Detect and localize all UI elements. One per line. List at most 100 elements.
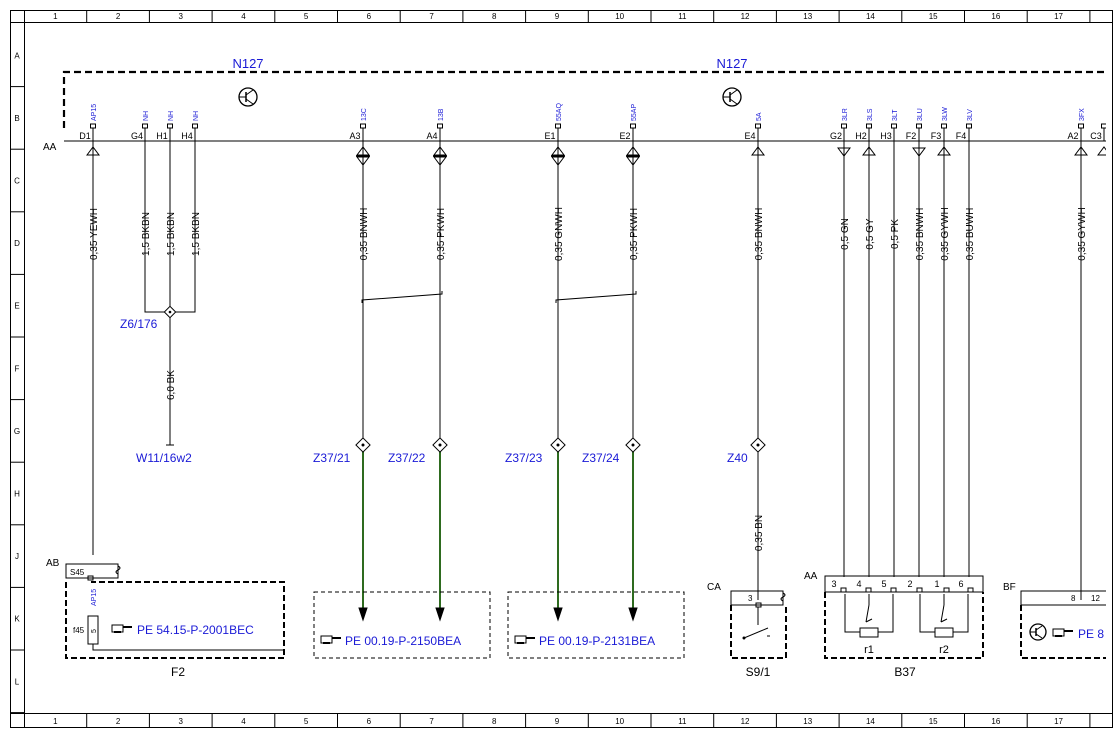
pin-label: F2 xyxy=(906,131,917,141)
reference-box-1: PE 00.19-P-2150BEA xyxy=(313,591,491,659)
module-label[interactable]: N127 xyxy=(232,56,263,71)
pin-label: S45 xyxy=(70,568,85,577)
grid-column-label: 8 xyxy=(492,12,497,21)
grid-row-label: F xyxy=(15,364,20,373)
module-pin: C3 xyxy=(1090,123,1106,156)
signal-label: 13C xyxy=(361,108,368,121)
transistor-icon xyxy=(1029,623,1047,641)
grid-row-label: L xyxy=(15,677,20,686)
grid-row-label: H xyxy=(14,490,20,499)
signal-label: 5A xyxy=(756,112,763,121)
reference-link[interactable]: PE 8 xyxy=(1078,627,1104,641)
signal-label: 3LU xyxy=(917,108,924,121)
pointing-hand-icon[interactable] xyxy=(514,635,535,644)
grid-row-label: K xyxy=(14,615,20,624)
resistor-label: r2 xyxy=(939,644,949,656)
splice-trace xyxy=(432,437,448,622)
grid-column-labels: 1122334455667788991010111112121313141415… xyxy=(53,12,1063,726)
pin-label: H4 xyxy=(181,131,193,141)
signal-label: 3LW xyxy=(942,107,949,121)
pin-label: H3 xyxy=(880,131,892,141)
transistor-icon xyxy=(238,87,258,107)
signal-label: 3LR xyxy=(842,108,849,121)
pin-label: 8 xyxy=(1071,594,1076,603)
pin-label: 6 xyxy=(958,579,963,589)
splice-trace xyxy=(625,437,641,622)
splice-z40 xyxy=(750,437,766,600)
grid-column-label: 15 xyxy=(929,717,938,726)
reference-box-2: PE 00.19-P-2131BEA xyxy=(507,591,685,659)
grid-column-label: 14 xyxy=(866,717,875,726)
resistor-label: r1 xyxy=(864,644,874,656)
signal-label: 55AQ xyxy=(556,103,563,121)
splice-label[interactable]: Z37/21 xyxy=(313,451,351,465)
pin-label: G2 xyxy=(830,131,842,141)
grid-column-label: 2 xyxy=(116,717,121,726)
direction-arrow xyxy=(1097,146,1106,156)
grid-column-label: 7 xyxy=(429,717,434,726)
splice-label[interactable]: Z37/24 xyxy=(582,451,620,465)
wire-label: 0,35 BN xyxy=(754,515,765,551)
grid-row-label: B xyxy=(14,114,19,123)
component-name: S9/1 xyxy=(746,665,771,679)
pointing-hand-icon[interactable] xyxy=(1052,628,1073,637)
reference-link[interactable]: PE 54.15-P-2001BEC xyxy=(137,623,254,637)
pin-label: A3 xyxy=(349,131,360,141)
grid-row-label: D xyxy=(14,239,20,248)
signal-label: NH xyxy=(143,111,150,121)
pin-label: 3 xyxy=(748,594,753,603)
grid-column-label: 8 xyxy=(492,717,497,726)
splice-label[interactable]: Z37/22 xyxy=(388,451,426,465)
component-name: F2 xyxy=(171,665,185,679)
wire-label: 0,35 PKWH xyxy=(436,208,447,260)
signal-label: 3LS xyxy=(867,108,874,121)
pointing-hand-icon[interactable] xyxy=(111,624,132,633)
reference-link[interactable]: PE 00.19-P-2131BEA xyxy=(539,634,655,648)
wire-label: 6,0 BK xyxy=(166,370,177,400)
signal-label: AP15 xyxy=(91,104,98,121)
grid-column-label: 3 xyxy=(179,717,184,726)
pointing-hand-icon[interactable] xyxy=(320,635,341,644)
grid-row-label: J xyxy=(15,552,19,561)
pin-label: 2 xyxy=(907,579,912,589)
connector-label: AA xyxy=(43,142,57,153)
grid-column-label: 5 xyxy=(304,717,309,726)
grid-column-label: 13 xyxy=(803,717,812,726)
grid-column-label: 3 xyxy=(179,12,184,21)
grid-row-label: E xyxy=(14,302,19,311)
splice-label[interactable]: W11/16w2 xyxy=(136,451,192,465)
wire-label: 1,5 BKBN xyxy=(166,212,177,256)
grid-column-label: 1 xyxy=(53,12,58,21)
grid-column-label: 12 xyxy=(741,12,750,21)
grid-column-label: 6 xyxy=(367,12,372,21)
reference-link[interactable]: PE 00.19-P-2150BEA xyxy=(345,634,461,648)
module-pin: 3LS H2 xyxy=(855,108,876,156)
module-label[interactable]: N127 xyxy=(716,56,747,71)
wire-label: 0,5 GY xyxy=(865,218,876,249)
splice-label[interactable]: Z6/176 xyxy=(120,317,158,331)
signal-label: NH xyxy=(193,111,200,121)
splice-label[interactable]: Z37/23 xyxy=(505,451,543,465)
grid-column-label: 15 xyxy=(929,12,938,21)
pin-label: H2 xyxy=(855,131,867,141)
grid-column-ticks xyxy=(86,10,1091,728)
signal-label: NH xyxy=(168,111,175,121)
grid-row-label: G xyxy=(14,427,20,436)
grid-column-label: 16 xyxy=(991,717,1000,726)
grid-row-label: C xyxy=(14,177,20,186)
splice-label[interactable]: Z40 xyxy=(727,451,748,465)
